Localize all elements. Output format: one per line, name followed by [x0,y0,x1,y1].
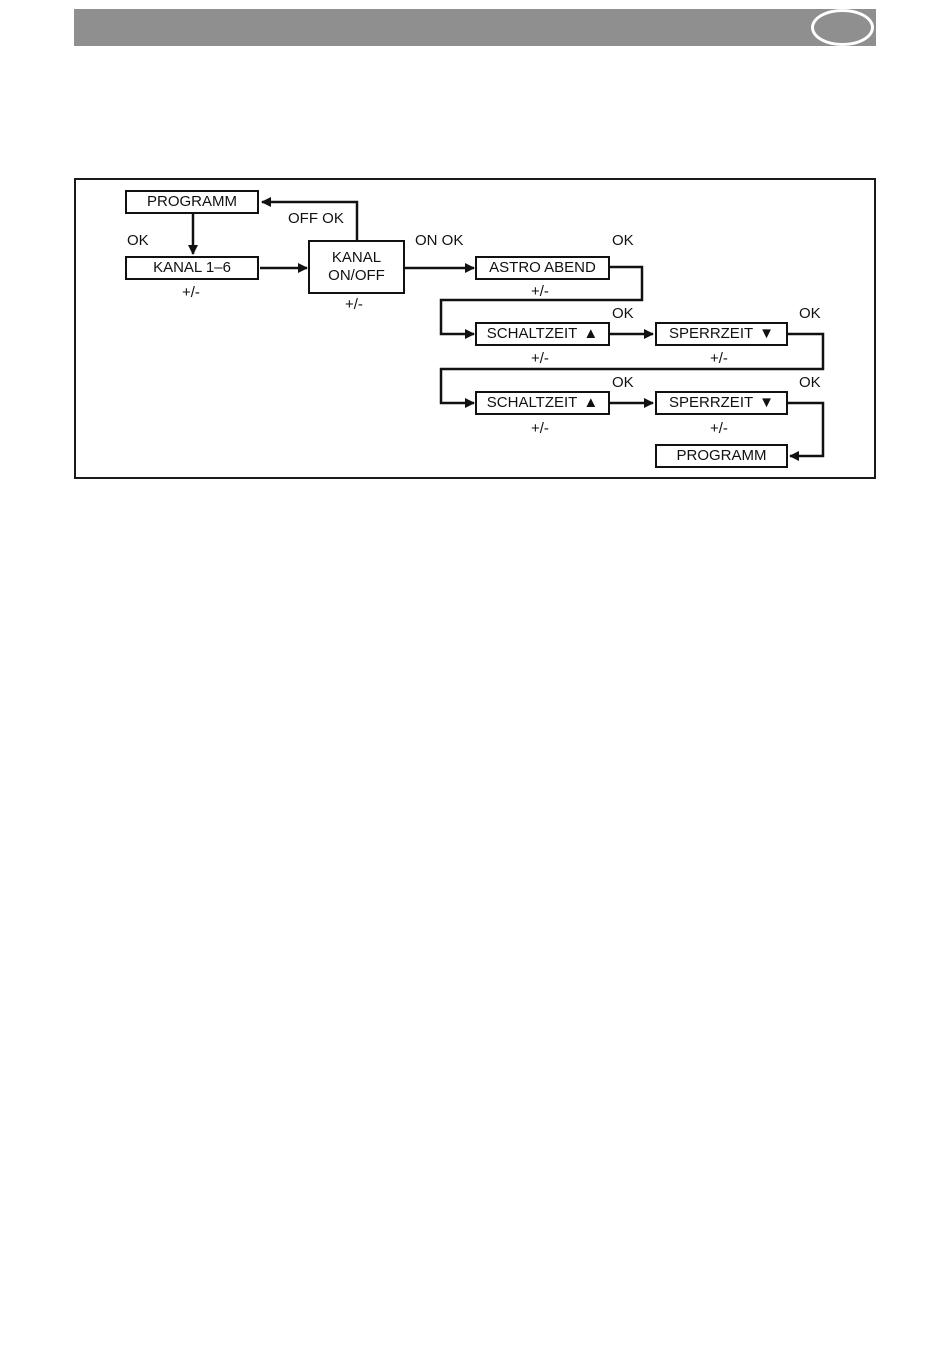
box-sperrzeit-2-label: SPERRZEIT [669,394,753,412]
box-sperrzeit-1-label: SPERRZEIT [669,325,753,343]
label-ok-astro: OK [612,232,634,250]
box-kanal-onoff-line2: ON/OFF [328,267,385,285]
box-kanal-onoff-line1: KANAL [332,249,381,267]
label-plusminus-sperrzeit-1: +/- [710,350,728,368]
label-plusminus-astro: +/- [531,283,549,301]
box-schaltzeit-1-label: SCHALTZEIT [487,325,578,343]
box-programm-top: PROGRAMM [125,190,259,214]
box-astro-abend-label: ASTRO ABEND [489,259,596,277]
label-ok-programm: OK [127,232,149,250]
box-kanal-1-6-label: KANAL 1–6 [153,259,231,277]
label-plusminus-schaltzeit-1: +/- [531,350,549,368]
label-plusminus-kanal-1-6: +/- [182,284,200,302]
down-triangle-icon: ▼ [759,394,774,412]
up-triangle-icon: ▲ [583,394,598,412]
box-kanal-1-6: KANAL 1–6 [125,256,259,280]
label-plusminus-schaltzeit-2: +/- [531,420,549,438]
box-sperrzeit-2: SPERRZEIT ▼ [655,391,788,415]
box-programm-end-label: PROGRAMM [677,447,767,465]
label-plusminus-sperrzeit-2: +/- [710,420,728,438]
label-ok-sperrzeit-2: OK [799,374,821,392]
box-programm-end: PROGRAMM [655,444,788,468]
box-kanal-onoff: KANAL ON/OFF [308,240,405,294]
arrow-sperrzeit2-to-programm-end [788,403,823,456]
box-schaltzeit-2-label: SCHALTZEIT [487,394,578,412]
box-programm-top-label: PROGRAMM [147,193,237,211]
label-on-ok: ON OK [415,232,463,250]
box-sperrzeit-1: SPERRZEIT ▼ [655,322,788,346]
box-astro-abend: ASTRO ABEND [475,256,610,280]
up-triangle-icon: ▲ [583,325,598,343]
label-ok-schaltzeit-2: OK [612,374,634,392]
label-ok-schaltzeit-1: OK [612,305,634,323]
down-triangle-icon: ▼ [759,325,774,343]
label-off-ok: OFF OK [288,210,344,228]
label-plusminus-kanal-onoff: +/- [345,296,363,314]
box-schaltzeit-2: SCHALTZEIT ▲ [475,391,610,415]
label-ok-sperrzeit-1: OK [799,305,821,323]
box-schaltzeit-1: SCHALTZEIT ▲ [475,322,610,346]
flowchart-connectors [0,0,950,600]
